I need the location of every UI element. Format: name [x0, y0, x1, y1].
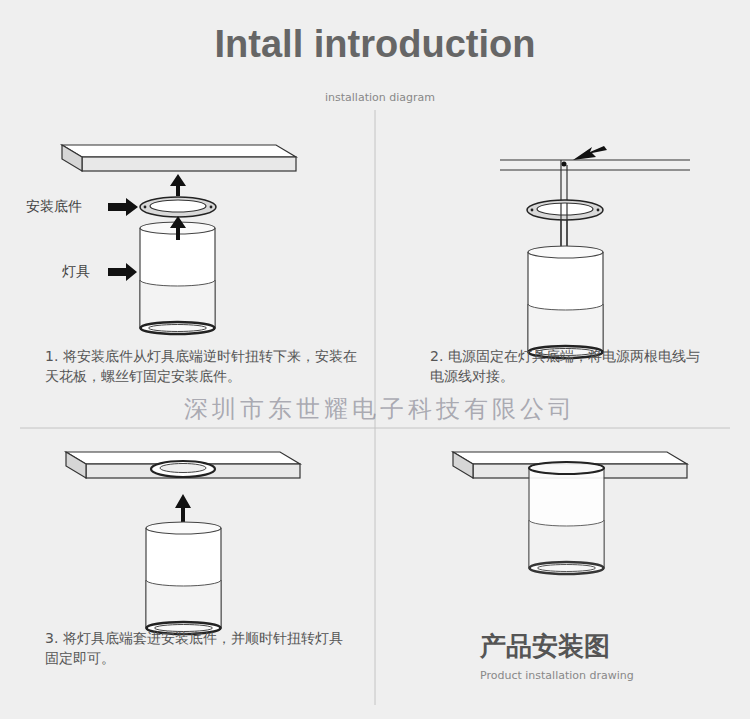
up-arrow — [175, 494, 191, 522]
up-arrow — [170, 216, 186, 240]
watermark: 深圳市东世耀电子科技有限公司 — [40, 392, 720, 427]
part-name: 安装底件 — [26, 196, 106, 216]
mounting-base — [140, 197, 216, 217]
up-arrow — [170, 174, 186, 196]
ceiling-board — [62, 145, 296, 171]
step-note: 3. 将灯具底端套进安装底件，并顺时针扭转灯具固定即可。 — [45, 628, 345, 669]
divider — [20, 428, 730, 429]
mounting-base — [527, 200, 603, 220]
lamp-body — [146, 522, 221, 634]
page-title: Intall introduction — [0, 22, 750, 68]
pointer-arrow — [573, 146, 607, 160]
lamp-body — [528, 246, 603, 358]
part-name: 灯具 — [62, 261, 106, 281]
ceiling-line — [500, 159, 690, 160]
step-note: 2. 电源固定在灯具底端，将电源两根电线与电源线对接。 — [430, 346, 710, 387]
power-wire — [560, 160, 561, 250]
ceiling-board — [66, 452, 300, 478]
product-caption: 产品安装图 — [480, 628, 720, 666]
ceiling-line — [500, 169, 690, 170]
step-note: 1. 将安装底件从灯具底端逆时针扭转下来，安装在天花板，螺丝钉固定安装底件。 — [45, 346, 357, 387]
pointer-arrow — [108, 198, 138, 216]
caption-english: Product installation drawing — [480, 668, 720, 684]
pointer-arrow — [108, 263, 137, 281]
installed-lamp — [529, 462, 604, 574]
power-wire — [566, 165, 567, 250]
wire-joint — [562, 162, 567, 167]
subtitle: installation diagram — [5, 90, 750, 106]
mounted-base — [151, 461, 215, 477]
